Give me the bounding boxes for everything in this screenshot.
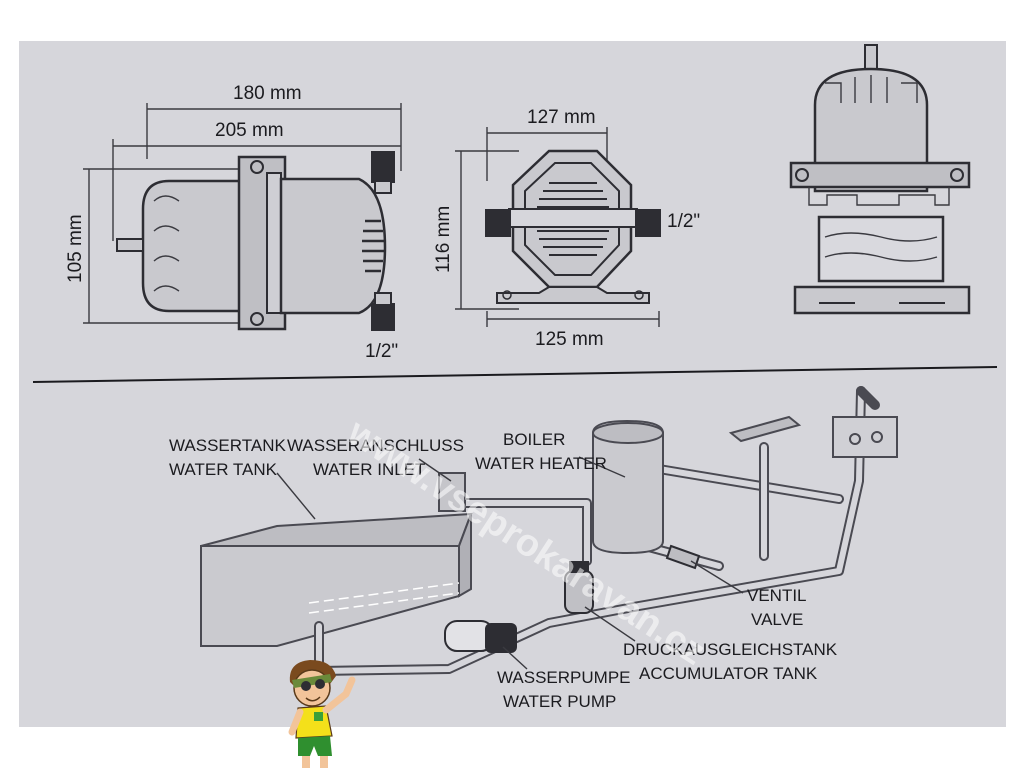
diagram-sheet: 180 mm 205 mm 105 mm 1/2" 127 mm 116 mm … xyxy=(19,41,1006,727)
dim-205: 205 mm xyxy=(215,120,284,141)
label-water-tank-en: WATER TANK xyxy=(169,460,278,479)
label-valve-de: VENTIL xyxy=(747,586,807,605)
installation-diagram: 180 mm 205 mm 105 mm 1/2" 127 mm 116 mm … xyxy=(32,44,998,711)
label-pump-en: WATER PUMP xyxy=(503,692,616,711)
dim-127: 127 mm xyxy=(527,107,596,128)
label-accumulator-de: DRUCKAUSGLEICHSTANK xyxy=(623,640,838,659)
label-water-tank-de: WASSERTANK xyxy=(169,436,286,455)
label-accumulator-en: ACCUMULATOR TANK xyxy=(639,664,818,683)
installation-schematic xyxy=(200,386,898,676)
pump-side-view-icon xyxy=(83,103,402,331)
dim-side-port: 1/2" xyxy=(365,341,398,362)
label-water-inlet-de: WASSERANSCHLUSS xyxy=(287,436,464,455)
dim-105: 105 mm xyxy=(65,214,86,283)
dim-125: 125 mm xyxy=(535,329,604,350)
label-valve-en: VALVE xyxy=(751,610,803,629)
mascot-boy-icon xyxy=(288,660,356,768)
section-divider xyxy=(32,366,998,383)
pump-front-view-icon xyxy=(455,127,661,327)
label-boiler-en: WATER HEATER xyxy=(475,454,607,473)
dim-116: 116 mm xyxy=(433,206,454,273)
accumulator-view-icon xyxy=(789,44,971,315)
label-pump-de: WASSERPUMPE xyxy=(497,668,631,687)
label-boiler-de: BOILER xyxy=(503,430,565,449)
dim-180: 180 mm xyxy=(233,83,302,104)
dim-front-port: 1/2" xyxy=(667,211,700,232)
label-water-inlet-en: WATER INLET xyxy=(313,460,425,479)
